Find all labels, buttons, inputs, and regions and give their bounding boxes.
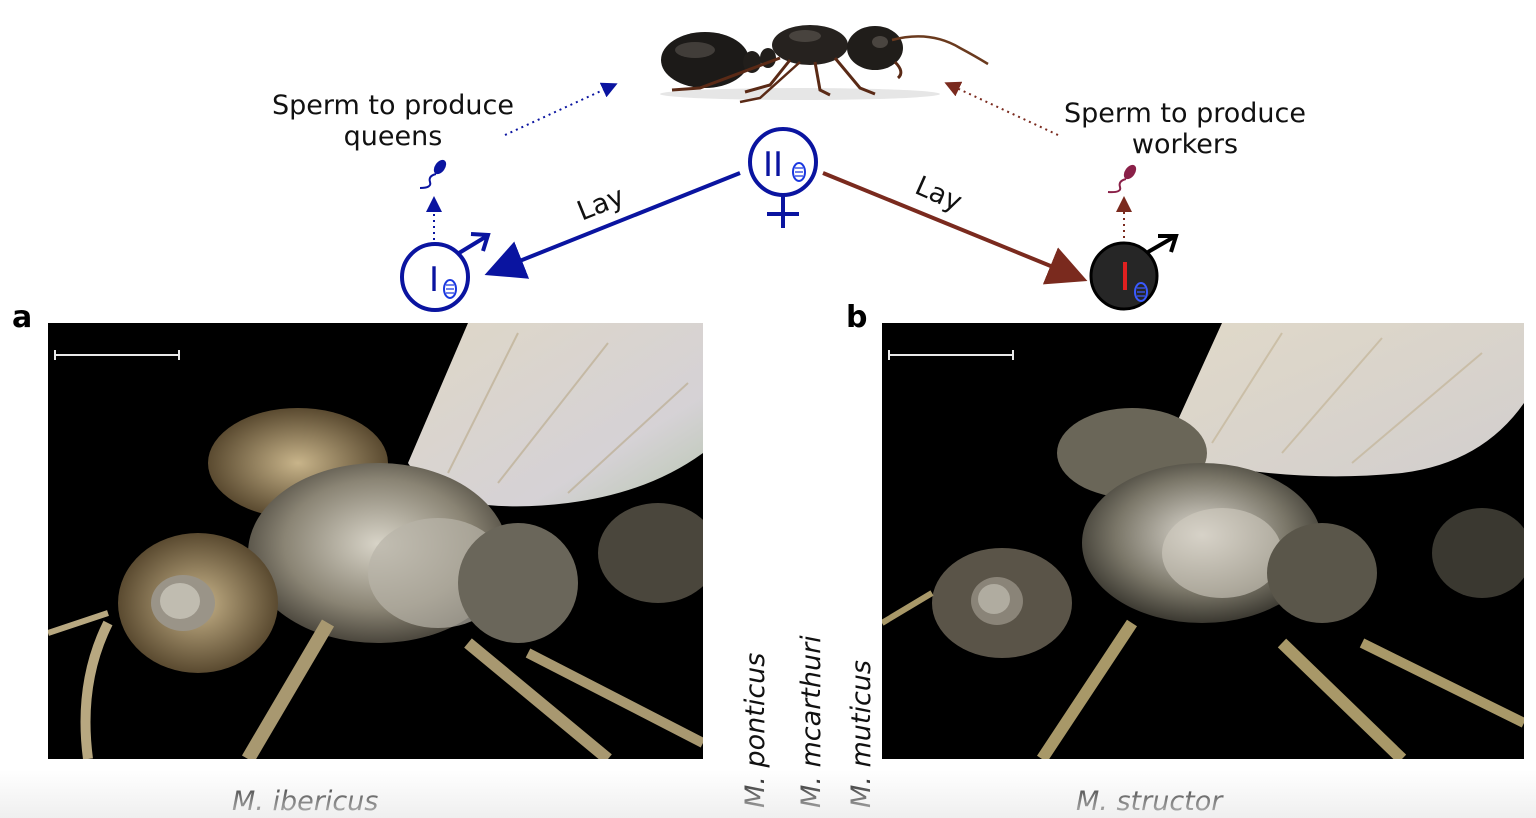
vertical-species-2: M. mcarthuri bbox=[796, 635, 827, 808]
sperm-workers-label: Sperm to produce workers bbox=[1054, 98, 1316, 160]
vertical-species-1: M. ponticus bbox=[740, 652, 771, 808]
species-label-a: M. ibericus bbox=[232, 786, 379, 817]
sperm-icon bbox=[419, 159, 447, 189]
panel-b-letter: b bbox=[846, 300, 868, 335]
sperm-queens-line1: Sperm to produce bbox=[272, 90, 514, 121]
panel-b-photo bbox=[882, 323, 1524, 759]
vertical-species-3: M. muticus bbox=[846, 660, 877, 808]
scale-bar bbox=[54, 350, 180, 360]
scale-bar bbox=[888, 350, 1014, 360]
diagram-canvas: II Lay Lay I bbox=[400, 25, 1179, 312]
panel-a-photo bbox=[48, 323, 703, 759]
lay-right-arrow bbox=[822, 171, 1088, 285]
panel-a-letter: a bbox=[12, 300, 33, 335]
male-right-symbol bbox=[1089, 234, 1179, 311]
lay-left-arrow bbox=[484, 171, 741, 279]
sperm-icon bbox=[1107, 164, 1137, 194]
queen-female-symbol: II bbox=[748, 127, 818, 228]
mitochondria-icon bbox=[443, 279, 457, 299]
worker-sperm-to-ant-arrow bbox=[944, 81, 1059, 136]
sperm-queens-label: Sperm to produce queens bbox=[262, 90, 524, 152]
male-left-symbol: I bbox=[400, 232, 491, 312]
sperm-queens-line2: queens bbox=[343, 121, 443, 152]
sperm-workers-line1: Sperm to produce bbox=[1064, 98, 1306, 129]
sperm-workers-line2: workers bbox=[1131, 129, 1239, 160]
male-left-chromosome-label: I bbox=[429, 260, 439, 300]
queen-chromosome-label: II bbox=[763, 145, 783, 185]
species-label-b: M. structor bbox=[1076, 786, 1223, 817]
worker-ant-icon bbox=[660, 25, 989, 104]
mitochondria-icon bbox=[792, 162, 806, 182]
mitochondria-icon bbox=[1134, 282, 1148, 302]
queen-sperm-to-ant-arrow bbox=[504, 82, 618, 136]
